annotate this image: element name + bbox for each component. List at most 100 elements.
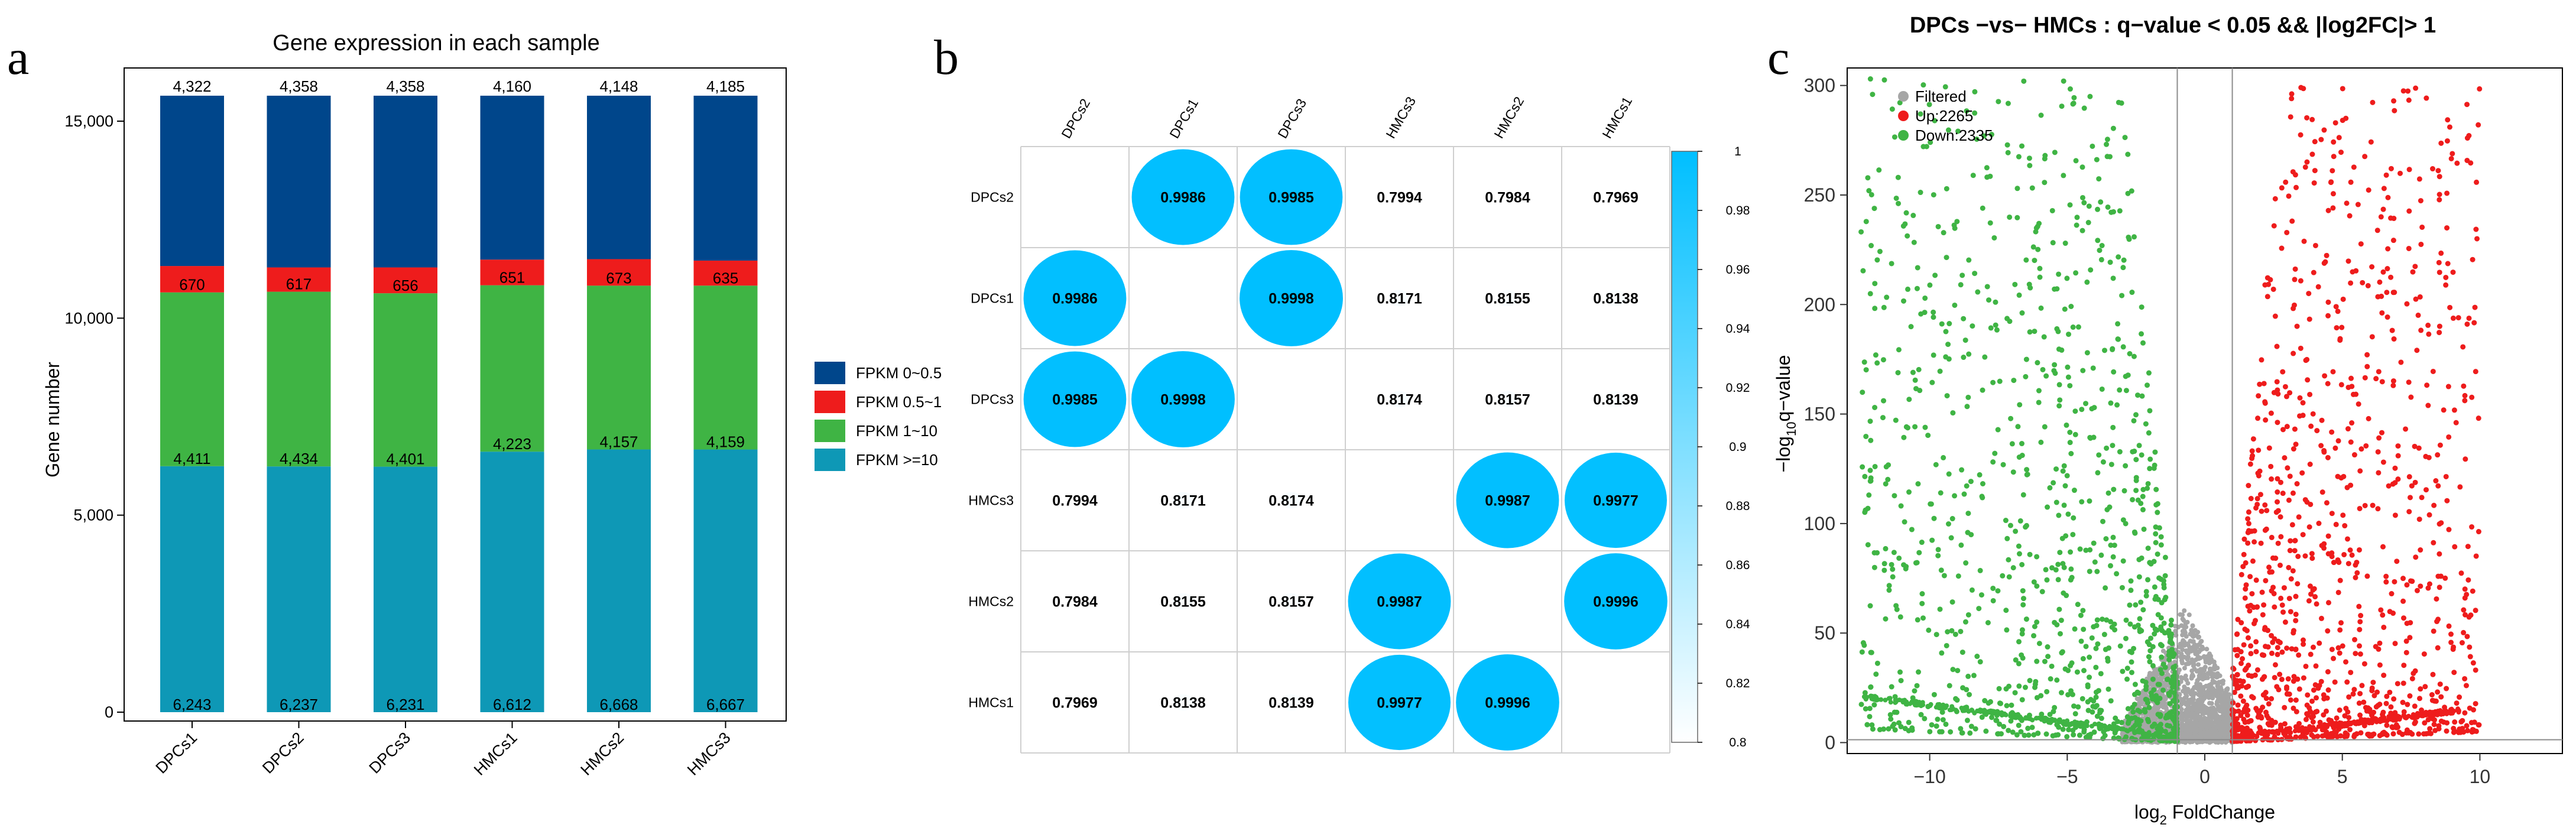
volcano-point-down [1874, 360, 1880, 366]
volcano-point-up [2371, 693, 2377, 699]
volcano-point-down [2153, 502, 2159, 508]
volcano-point-up [2435, 168, 2441, 174]
volcano-point-down [2081, 105, 2087, 111]
volcano-point-down [2064, 275, 2070, 281]
correlation-value: 0.7984 [1052, 594, 1098, 611]
volcano-point-filtered [2173, 628, 2178, 634]
volcano-point-up [2388, 274, 2394, 280]
volcano-point-down [2068, 549, 2074, 555]
volcano-point-up [2356, 547, 2362, 553]
volcano-point-filtered [2195, 654, 2201, 660]
legend-label: FPKM >=10 [856, 451, 938, 469]
volcano-point-down [1863, 219, 1869, 225]
volcano-point-filtered [2187, 727, 2192, 732]
volcano-point-down [2094, 157, 2100, 163]
volcano-point-filtered [2186, 661, 2191, 667]
volcano-point-filtered [2193, 719, 2198, 724]
volcano-point-up [2383, 172, 2389, 178]
volcano-point-up [2368, 139, 2374, 145]
volcano-point-down [2012, 281, 2018, 287]
volcano-point-down [2130, 736, 2136, 742]
volcano-point-down [2071, 95, 2077, 100]
volcano-point-filtered [2185, 657, 2190, 662]
volcano-point-down [1991, 235, 1997, 241]
volcano-point-down [1883, 464, 1889, 470]
bar-segment-label: 670 [179, 276, 205, 294]
volcano-point-down [1870, 694, 1875, 699]
correlation-circle [1388, 290, 1410, 307]
volcano-point-down [2092, 559, 2098, 565]
volcano-points [1858, 76, 2483, 745]
bar-segment [693, 260, 758, 286]
correlation-value: 0.7969 [1052, 695, 1097, 712]
volcano-point-filtered [2209, 701, 2214, 706]
volcano-point-up [2443, 473, 2449, 479]
bar-segment [160, 95, 224, 267]
volcano-point-down [1972, 271, 1978, 277]
volcano-point-up [2247, 608, 2253, 614]
volcano-point-down [2050, 240, 2056, 246]
volcano-point-down [2153, 540, 2159, 545]
volcano-point-down [2074, 215, 2080, 220]
bar-segment-label: 635 [713, 269, 738, 287]
bar-segment [693, 285, 758, 450]
volcano-point-up [2277, 671, 2283, 677]
volcano-point-down [2027, 329, 2033, 335]
correlation-circle [1497, 391, 1519, 408]
volcano-point-up [2374, 228, 2380, 233]
volcano-point-up [2357, 643, 2363, 649]
volcano-point-up [2390, 481, 2396, 487]
volcano-point-up [2413, 296, 2419, 302]
volcano-point-up [2376, 470, 2382, 476]
volcano-point-down [1975, 289, 1981, 295]
volcano-point-up [2255, 470, 2261, 476]
volcano-point-down [2006, 574, 2012, 580]
volcano-point-up [2272, 196, 2278, 202]
volcano-point-down [1877, 727, 1883, 733]
volcano-point-up [2431, 628, 2437, 634]
volcano-point-up [2462, 595, 2468, 601]
volcano-point-down [2158, 730, 2163, 736]
volcano-point-down [1968, 723, 1974, 729]
volcano-point-down [2065, 667, 2071, 673]
correlation-value: 0.7994 [1377, 190, 1422, 206]
volcano-point-down [2055, 561, 2061, 567]
volcano-point-down [2099, 242, 2105, 248]
volcano-point-down [1918, 712, 1924, 717]
volcano-point-down [2096, 452, 2102, 458]
volcano-point-down [2142, 709, 2148, 715]
volcano-point-up [2272, 662, 2278, 668]
volcano-point-up [2342, 523, 2348, 529]
correlation-circle [1172, 694, 1194, 711]
bar-segment [267, 291, 331, 467]
volcano-point-down [2148, 635, 2154, 641]
volcano-point-down [1964, 404, 1970, 410]
volcano-point-up [2337, 627, 2343, 633]
volcano-point-down [2029, 185, 2035, 191]
volcano-point-up [2309, 116, 2315, 122]
volcano-point-down [2044, 577, 2050, 583]
volcano-point-up [2270, 286, 2276, 292]
volcano-point-filtered [2199, 699, 2205, 704]
volcano-point-down [2107, 563, 2113, 569]
volcano-point-up [2283, 179, 2289, 185]
volcano-point-up [2381, 624, 2387, 630]
bar-x-tick-label: DPCs3 [366, 729, 414, 777]
volcano-point-up [2464, 321, 2470, 327]
volcano-point-down [1968, 479, 1974, 485]
volcano-point-down [2062, 483, 2068, 489]
correlation-value: 0.8174 [1377, 392, 1422, 408]
bar-segment-label: 6,612 [493, 696, 531, 713]
volcano-point-up [2376, 369, 2382, 375]
bar-segment-label: 6,668 [599, 696, 638, 713]
volcano-point-down [2087, 569, 2092, 574]
volcano-point-up [2280, 491, 2286, 496]
volcano-point-down [2131, 418, 2137, 424]
volcano-point-up [2241, 551, 2247, 557]
volcano-point-down [2077, 732, 2082, 738]
volcano-point-up [2394, 559, 2400, 564]
volcano-point-down [2116, 736, 2122, 742]
volcano-point-down [1984, 712, 1989, 717]
